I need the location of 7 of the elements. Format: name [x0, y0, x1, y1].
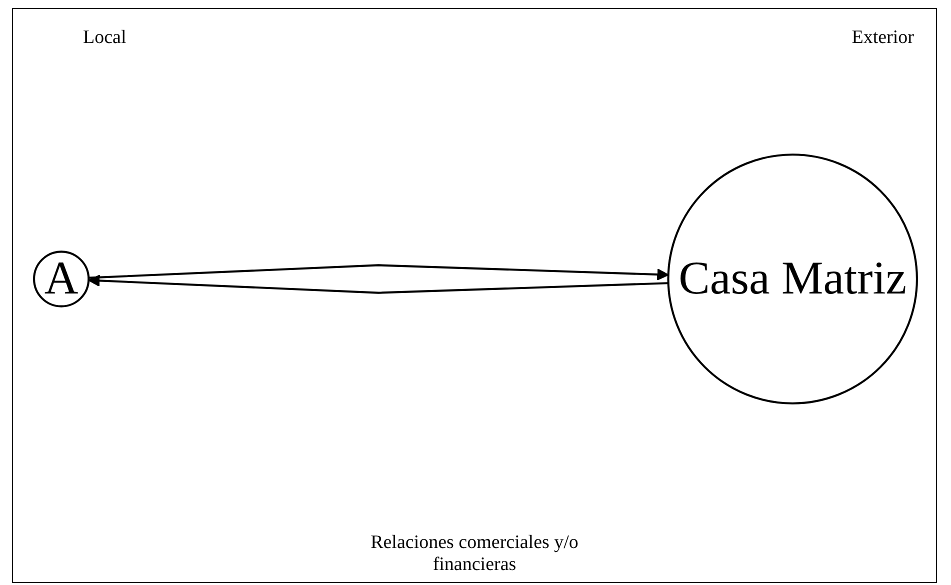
arrow [88, 274, 668, 294]
text-label: Relaciones comerciales y/o financieras [370, 532, 580, 576]
arrow [88, 264, 669, 281]
text-label: Local [83, 27, 126, 49]
node-circle: A [33, 250, 90, 308]
node-circle: Casa Matriz [667, 154, 918, 404]
text-label: Exterior [852, 27, 914, 49]
